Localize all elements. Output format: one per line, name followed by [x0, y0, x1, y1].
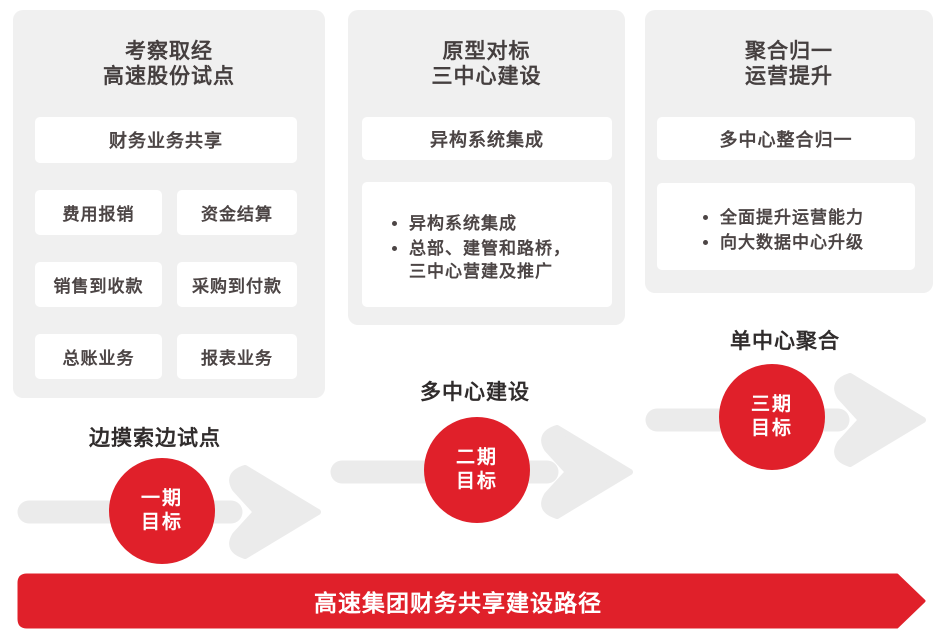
bullet-dot-icon [703, 215, 708, 220]
phase1-title-line2: 高速股份试点 [103, 65, 235, 88]
phase1-grid-item: 采购到付款 [177, 262, 297, 307]
bullet-dot-icon [392, 246, 397, 251]
phase1-grid-item: 费用报销 [35, 190, 162, 235]
arrow3-head-icon [834, 373, 926, 467]
bullet-text: 向大数据中心升级 [720, 233, 864, 252]
phase3-title: 聚合归一 运营提升 [645, 39, 933, 89]
arrow1-head-icon [229, 465, 321, 559]
phase2-title-line2: 三中心建设 [431, 65, 542, 88]
bullet-text: 全面提升运营能力 [720, 208, 864, 227]
bullet-dot-icon [703, 240, 708, 245]
phase3-header-box: 多中心整合归一 [657, 117, 915, 160]
phase2-goal-line2: 目标 [455, 471, 498, 492]
bullet-text: 总部、建管和路桥，三中心营建及推广 [409, 239, 571, 281]
phase3-panel: 聚合归一 运营提升 多中心整合归一 全面提升运营能力 向大数据中心升级 [645, 10, 933, 293]
phase1-grid-item: 总账业务 [35, 334, 162, 379]
phase1-header-box: 财务业务共享 [35, 117, 297, 163]
phase1-grid-item: 资金结算 [177, 190, 297, 235]
phase2-bullet-box: 异构系统集成 总部、建管和路桥，三中心营建及推广 [362, 182, 612, 307]
phase1-grid-item: 销售到收款 [35, 262, 162, 307]
phase1-goal-line2: 目标 [140, 512, 183, 533]
milestone1-label: 边摸索边试点 [89, 427, 221, 450]
phase1-panel: 考察取经 高速股份试点 财务业务共享 费用报销 资金结算 销售到收款 采购到付款… [13, 10, 325, 398]
bullet-dot-icon [392, 221, 397, 226]
phase3-bullet-box: 全面提升运营能力 向大数据中心升级 [657, 183, 915, 270]
banner-arrow-icon [17, 573, 926, 629]
phase1-title-line1: 考察取经 [125, 40, 213, 63]
phase3-goal-line1: 三期 [750, 394, 793, 415]
milestone3-label: 单中心聚合 [730, 330, 840, 353]
banner-title: 高速集团财务共享建设路径 [314, 590, 602, 616]
list-item: 异构系统集成 [392, 212, 598, 235]
phase1-goal-badge: 一期 目标 [109, 458, 215, 564]
phase1-grid-item: 报表业务 [177, 334, 297, 379]
arrow2-head-icon [541, 425, 633, 519]
phase2-title-line1: 原型对标 [442, 40, 531, 63]
phase1-goal-line1: 一期 [140, 488, 183, 509]
milestone2-label: 多中心建设 [420, 381, 530, 404]
phase2-title: 原型对标 三中心建设 [348, 39, 625, 89]
phase2-goal-badge: 二期 目标 [424, 417, 530, 523]
phase3-title-line2: 运营提升 [745, 65, 833, 88]
phase3-title-line1: 聚合归一 [745, 40, 833, 63]
bullet-text: 异构系统集成 [409, 214, 517, 233]
list-item: 向大数据中心升级 [703, 231, 905, 254]
phase3-goal-line2: 目标 [750, 418, 793, 439]
list-item: 总部、建管和路桥，三中心营建及推广 [392, 237, 598, 283]
list-item: 全面提升运营能力 [703, 206, 905, 229]
phase1-title: 考察取经 高速股份试点 [13, 39, 325, 89]
phase2-goal-line1: 二期 [455, 447, 498, 468]
phase3-goal-badge: 三期 目标 [719, 364, 825, 470]
phase2-header-box: 异构系统集成 [362, 117, 612, 160]
phase2-panel: 原型对标 三中心建设 异构系统集成 异构系统集成 总部、建管和路桥，三中心营建及… [348, 10, 625, 325]
